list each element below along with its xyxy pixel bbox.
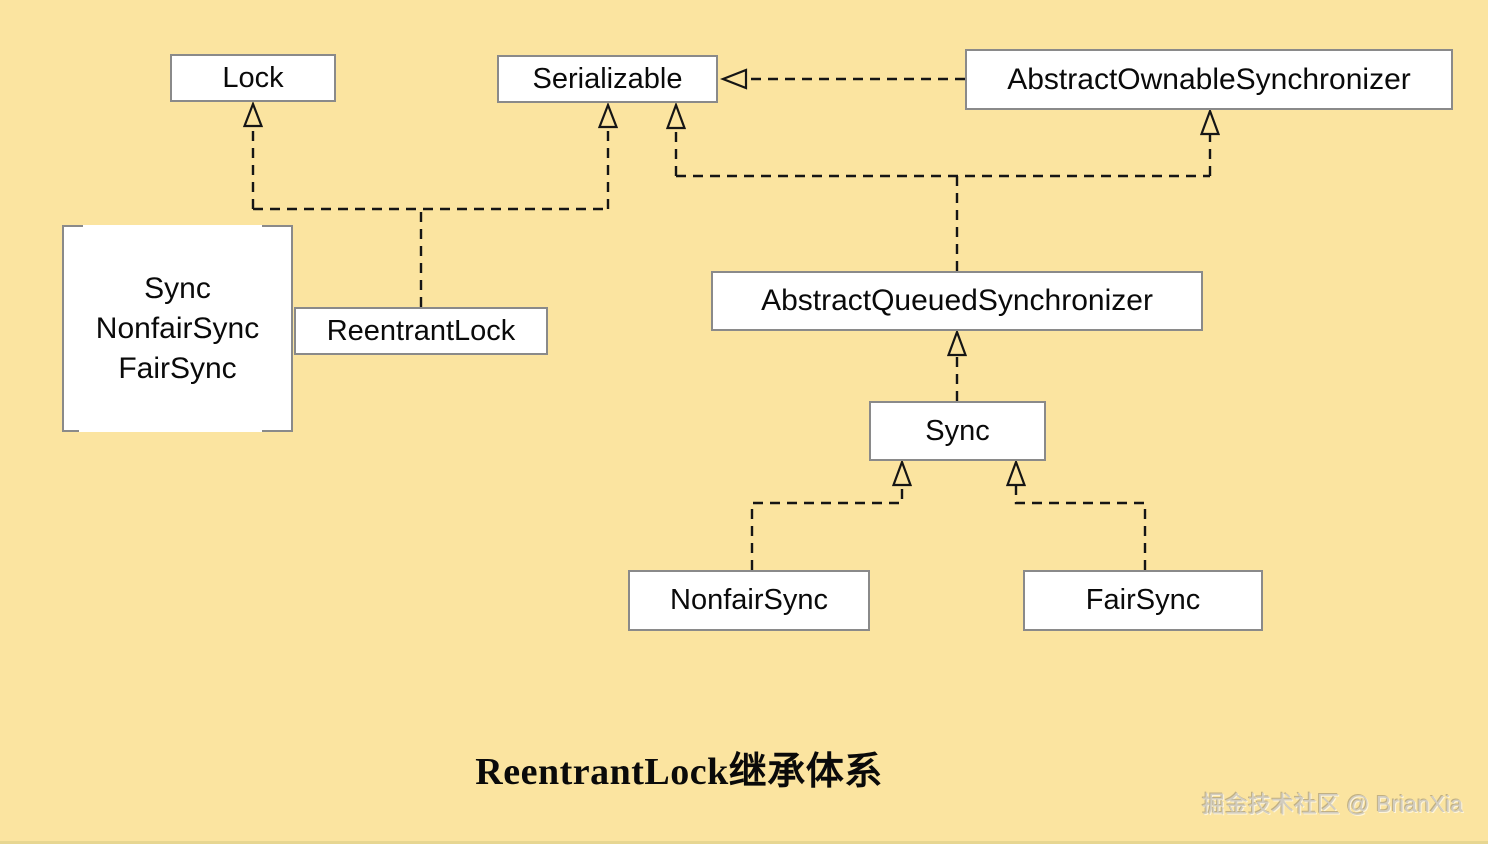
edge-reentrantlock-to-lock-and-serializable [242,100,619,307]
node-fairsync: FairSync [1023,570,1263,631]
node-reentrantlock-label: ReentrantLock [326,314,516,347]
arrowhead-sync-left-icon [891,458,913,487]
arrowhead-aos-icon [1199,107,1221,136]
edge-sync-to-aqs [946,328,968,401]
arrowhead-serializable-side-icon [719,68,748,90]
diagram-title: ReentrantLock继承体系 [475,751,883,793]
edge-aqs-to-serializable-and-aos [665,101,1221,271]
arrowhead-sync-right-icon [1005,458,1027,487]
node-aqs-label: AbstractQueuedSynchronizer [761,284,1153,317]
node-reentrantlock: ReentrantLock [294,307,548,355]
arrowhead-lock-icon [242,100,264,128]
node-serializable-label: Serializable [532,62,683,95]
node-abstract-ownable-synchronizer: AbstractOwnableSynchronizer [965,49,1453,110]
bottom-edge-line [0,841,1488,844]
node-nonfairsync-label: NonfairSync [670,584,828,616]
node-fairsync-label: FairSync [1085,584,1201,616]
edge-aos-to-serializable [719,68,965,90]
node-nonfairsync: NonfairSync [628,570,870,631]
edge-fairsync-to-sync [1005,458,1147,570]
node-serializable: Serializable [497,55,718,103]
arrowhead-serializable-left-icon [597,101,619,129]
node-sync: Sync [869,401,1046,461]
group-line-fairsync: FairSync [118,351,237,385]
edge-fairsync-path [1014,485,1147,570]
node-sync-label: Sync [925,414,990,447]
node-lock-label: Lock [222,61,284,94]
node-abstract-queued-synchronizer: AbstractQueuedSynchronizer [711,271,1203,331]
arrowhead-serializable-right-icon [665,101,687,130]
arrowhead-aqs-icon [946,328,968,357]
node-inner-classes-group: Sync NonfairSync FairSync [62,225,293,432]
edge-nonfairsync-path [750,485,904,570]
group-line-sync: Sync [144,271,211,305]
group-line-nonfairsync: NonfairSync [95,311,260,345]
node-lock: Lock [170,54,336,102]
node-aos-label: AbstractOwnableSynchronizer [1007,62,1411,96]
edge-nonfairsync-to-sync [750,458,913,570]
watermark-text: 掘金技术社区 @ BrianXia [1201,791,1463,817]
